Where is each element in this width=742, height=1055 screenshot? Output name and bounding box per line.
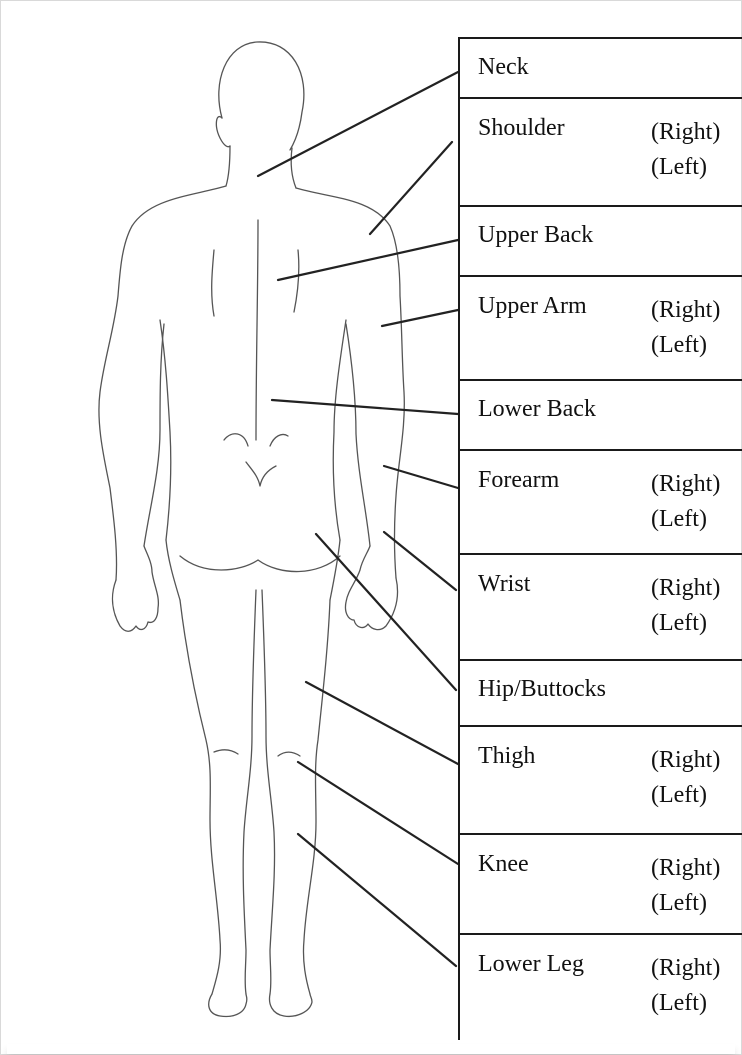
side-right: (Right) — [651, 119, 720, 145]
side-right: (Right) — [651, 297, 720, 323]
neck-outline-right — [291, 148, 296, 188]
leader-neck — [258, 72, 458, 176]
left-leg-outer — [180, 600, 220, 994]
right-leg-inner — [262, 590, 275, 994]
region-label-knee: Knee — [478, 851, 529, 878]
side-left: (Left) — [651, 332, 707, 358]
gluteal-cleft — [246, 462, 276, 486]
row-forearm: Forearm (Right) (Left) — [460, 449, 742, 555]
leader-upper-back — [278, 240, 458, 280]
row-upper-arm: Upper Arm (Right) (Left) — [460, 275, 742, 381]
region-label-forearm: Forearm — [478, 467, 559, 494]
region-label-thigh: Thigh — [478, 743, 535, 770]
side-left: (Left) — [651, 610, 707, 636]
lower-back-right — [270, 434, 288, 446]
torso-right-side — [333, 320, 346, 540]
side-left: (Left) — [651, 890, 707, 916]
side-right: (Right) — [651, 855, 720, 881]
side-left: (Left) — [651, 782, 707, 808]
left-shoulder-outline — [99, 186, 226, 580]
right-scapula — [294, 250, 299, 312]
left-hand — [113, 546, 159, 631]
row-hip-buttocks: Hip/Buttocks — [460, 659, 742, 727]
right-inner-arm — [346, 324, 370, 546]
side-options-upper-arm: (Right) (Left) — [651, 293, 720, 363]
leader-lower-back — [272, 400, 458, 414]
region-label-shoulder: Shoulder — [478, 115, 565, 142]
region-label-neck: Neck — [478, 54, 529, 81]
leader-shoulder — [370, 142, 452, 234]
left-inner-arm — [144, 324, 164, 546]
leader-upper-arm — [382, 310, 458, 326]
right-foot — [270, 994, 312, 1016]
region-label-upper-back: Upper Back — [478, 222, 593, 249]
row-neck: Neck — [460, 37, 742, 99]
row-upper-back: Upper Back — [460, 205, 742, 277]
region-label-wrist: Wrist — [478, 571, 530, 598]
side-left: (Left) — [651, 154, 707, 180]
buttock-left — [180, 556, 258, 570]
left-scapula — [212, 250, 214, 316]
side-right: (Right) — [651, 471, 720, 497]
row-lower-leg: Lower Leg (Right) (Left) — [460, 933, 742, 1042]
ear-outline — [216, 117, 230, 147]
left-leg-inner — [243, 590, 256, 994]
row-knee: Knee (Right) (Left) — [460, 833, 742, 935]
right-leg-outer — [303, 600, 330, 994]
side-options-thigh: (Right) (Left) — [651, 743, 720, 813]
left-knee-crease — [214, 750, 238, 754]
side-left: (Left) — [651, 506, 707, 532]
buttock-right — [258, 556, 340, 572]
side-options-wrist: (Right) (Left) — [651, 571, 720, 641]
right-knee-crease — [278, 752, 300, 756]
region-label-lower-leg: Lower Leg — [478, 951, 584, 978]
left-foot — [209, 994, 247, 1017]
right-shoulder-outline — [296, 188, 404, 578]
leader-thigh — [306, 682, 458, 764]
side-options-knee: (Right) (Left) — [651, 851, 720, 921]
side-right: (Right) — [651, 575, 720, 601]
hip-left — [166, 540, 180, 600]
row-wrist: Wrist (Right) (Left) — [460, 553, 742, 661]
head-outline — [219, 42, 304, 150]
region-label-hip-buttocks: Hip/Buttocks — [478, 676, 606, 703]
row-lower-back: Lower Back — [460, 379, 742, 451]
spine-line — [256, 220, 258, 440]
lower-back-left — [224, 434, 248, 446]
neck-outline-left — [226, 146, 230, 186]
body-region-table: Neck Shoulder (Right) (Left) Upper Back U… — [458, 37, 742, 1040]
region-label-upper-arm: Upper Arm — [478, 293, 587, 320]
side-right: (Right) — [651, 747, 720, 773]
leader-forearm — [384, 466, 458, 488]
leader-hip-buttocks — [316, 534, 456, 690]
leader-knee — [298, 762, 458, 864]
row-shoulder: Shoulder (Right) (Left) — [460, 97, 742, 207]
leader-lower-leg — [298, 834, 456, 966]
side-options-lower-leg: (Right) (Left) — [651, 951, 720, 1021]
row-thigh: Thigh (Right) (Left) — [460, 725, 742, 835]
side-options-shoulder: (Right) (Left) — [651, 115, 720, 185]
side-options-forearm: (Right) (Left) — [651, 467, 720, 537]
side-left: (Left) — [651, 990, 707, 1016]
region-label-lower-back: Lower Back — [478, 396, 596, 423]
hip-right — [330, 540, 340, 600]
side-right: (Right) — [651, 955, 720, 981]
